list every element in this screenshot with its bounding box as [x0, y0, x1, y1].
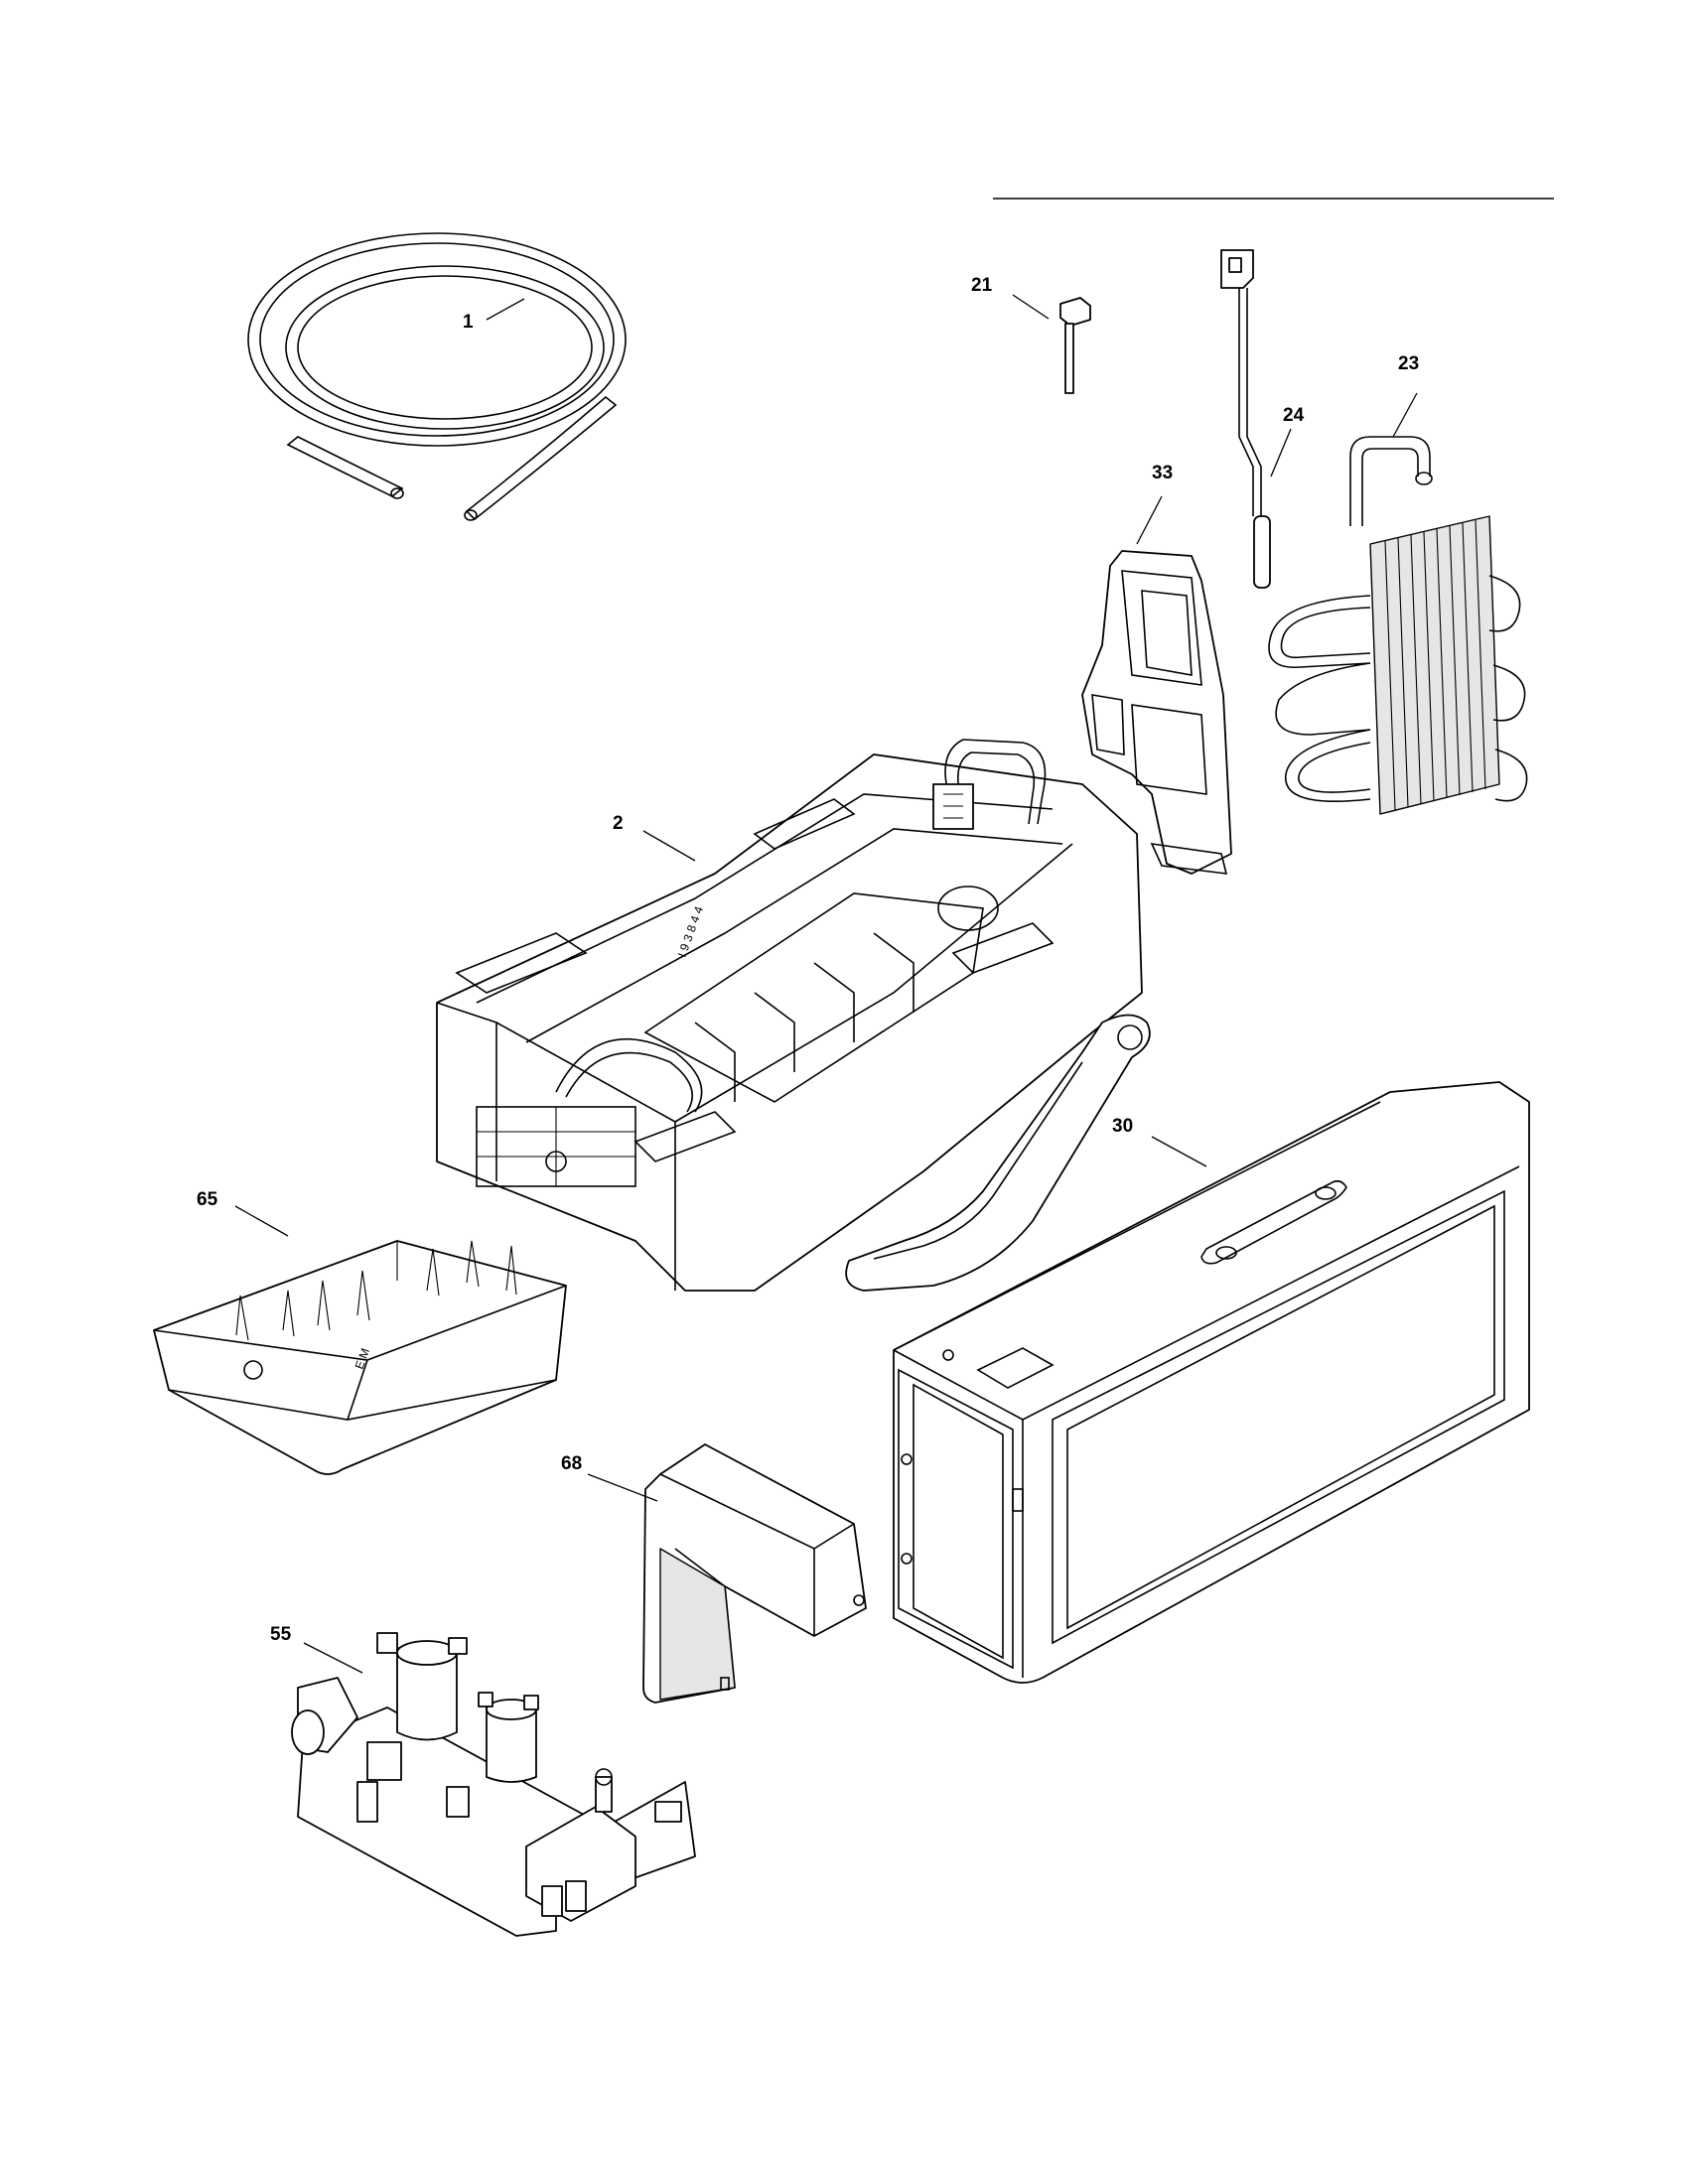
callout-55: 55	[270, 1624, 292, 1645]
callout-33: 33	[1152, 463, 1173, 483]
leader-55	[303, 1642, 363, 1674]
leader-21	[1012, 294, 1050, 320]
leader-1	[486, 298, 525, 321]
leader-30	[1151, 1136, 1207, 1167]
leader-23	[1392, 392, 1418, 438]
part-65-ice-tray[interactable]: E M	[153, 1240, 567, 1475]
part-2-ice-maker-assembly[interactable]: I 9 3 8 4 4	[436, 739, 1151, 1292]
svg-text:E M: E M	[352, 1346, 372, 1371]
leader-33	[1136, 495, 1163, 545]
part-24-heater-harness[interactable]	[1220, 249, 1271, 589]
callout-1: 1	[463, 312, 474, 333]
leader-68	[587, 1473, 658, 1502]
callout-30: 30	[1112, 1116, 1133, 1137]
callout-65: 65	[197, 1189, 218, 1210]
leader-65	[234, 1205, 289, 1237]
part-23-evaporator[interactable]	[1268, 436, 1528, 815]
callout-2: 2	[613, 813, 624, 834]
part-33-evaporator-cover[interactable]	[1081, 550, 1232, 875]
callout-68: 68	[561, 1453, 582, 1474]
part-21-thermistor[interactable]	[1059, 297, 1091, 394]
callout-24: 24	[1283, 405, 1305, 426]
part-55-water-valve[interactable]	[291, 1632, 696, 1937]
part-30-ice-bucket-housing[interactable]	[893, 1081, 1530, 1684]
part-1-water-tubing[interactable]	[247, 232, 627, 521]
callout-21: 21	[971, 275, 993, 296]
leader-24	[1270, 428, 1292, 478]
callout-23: 23	[1398, 353, 1419, 374]
leader-2	[642, 830, 696, 862]
part-68-ice-chute-cover[interactable]	[642, 1443, 867, 1704]
